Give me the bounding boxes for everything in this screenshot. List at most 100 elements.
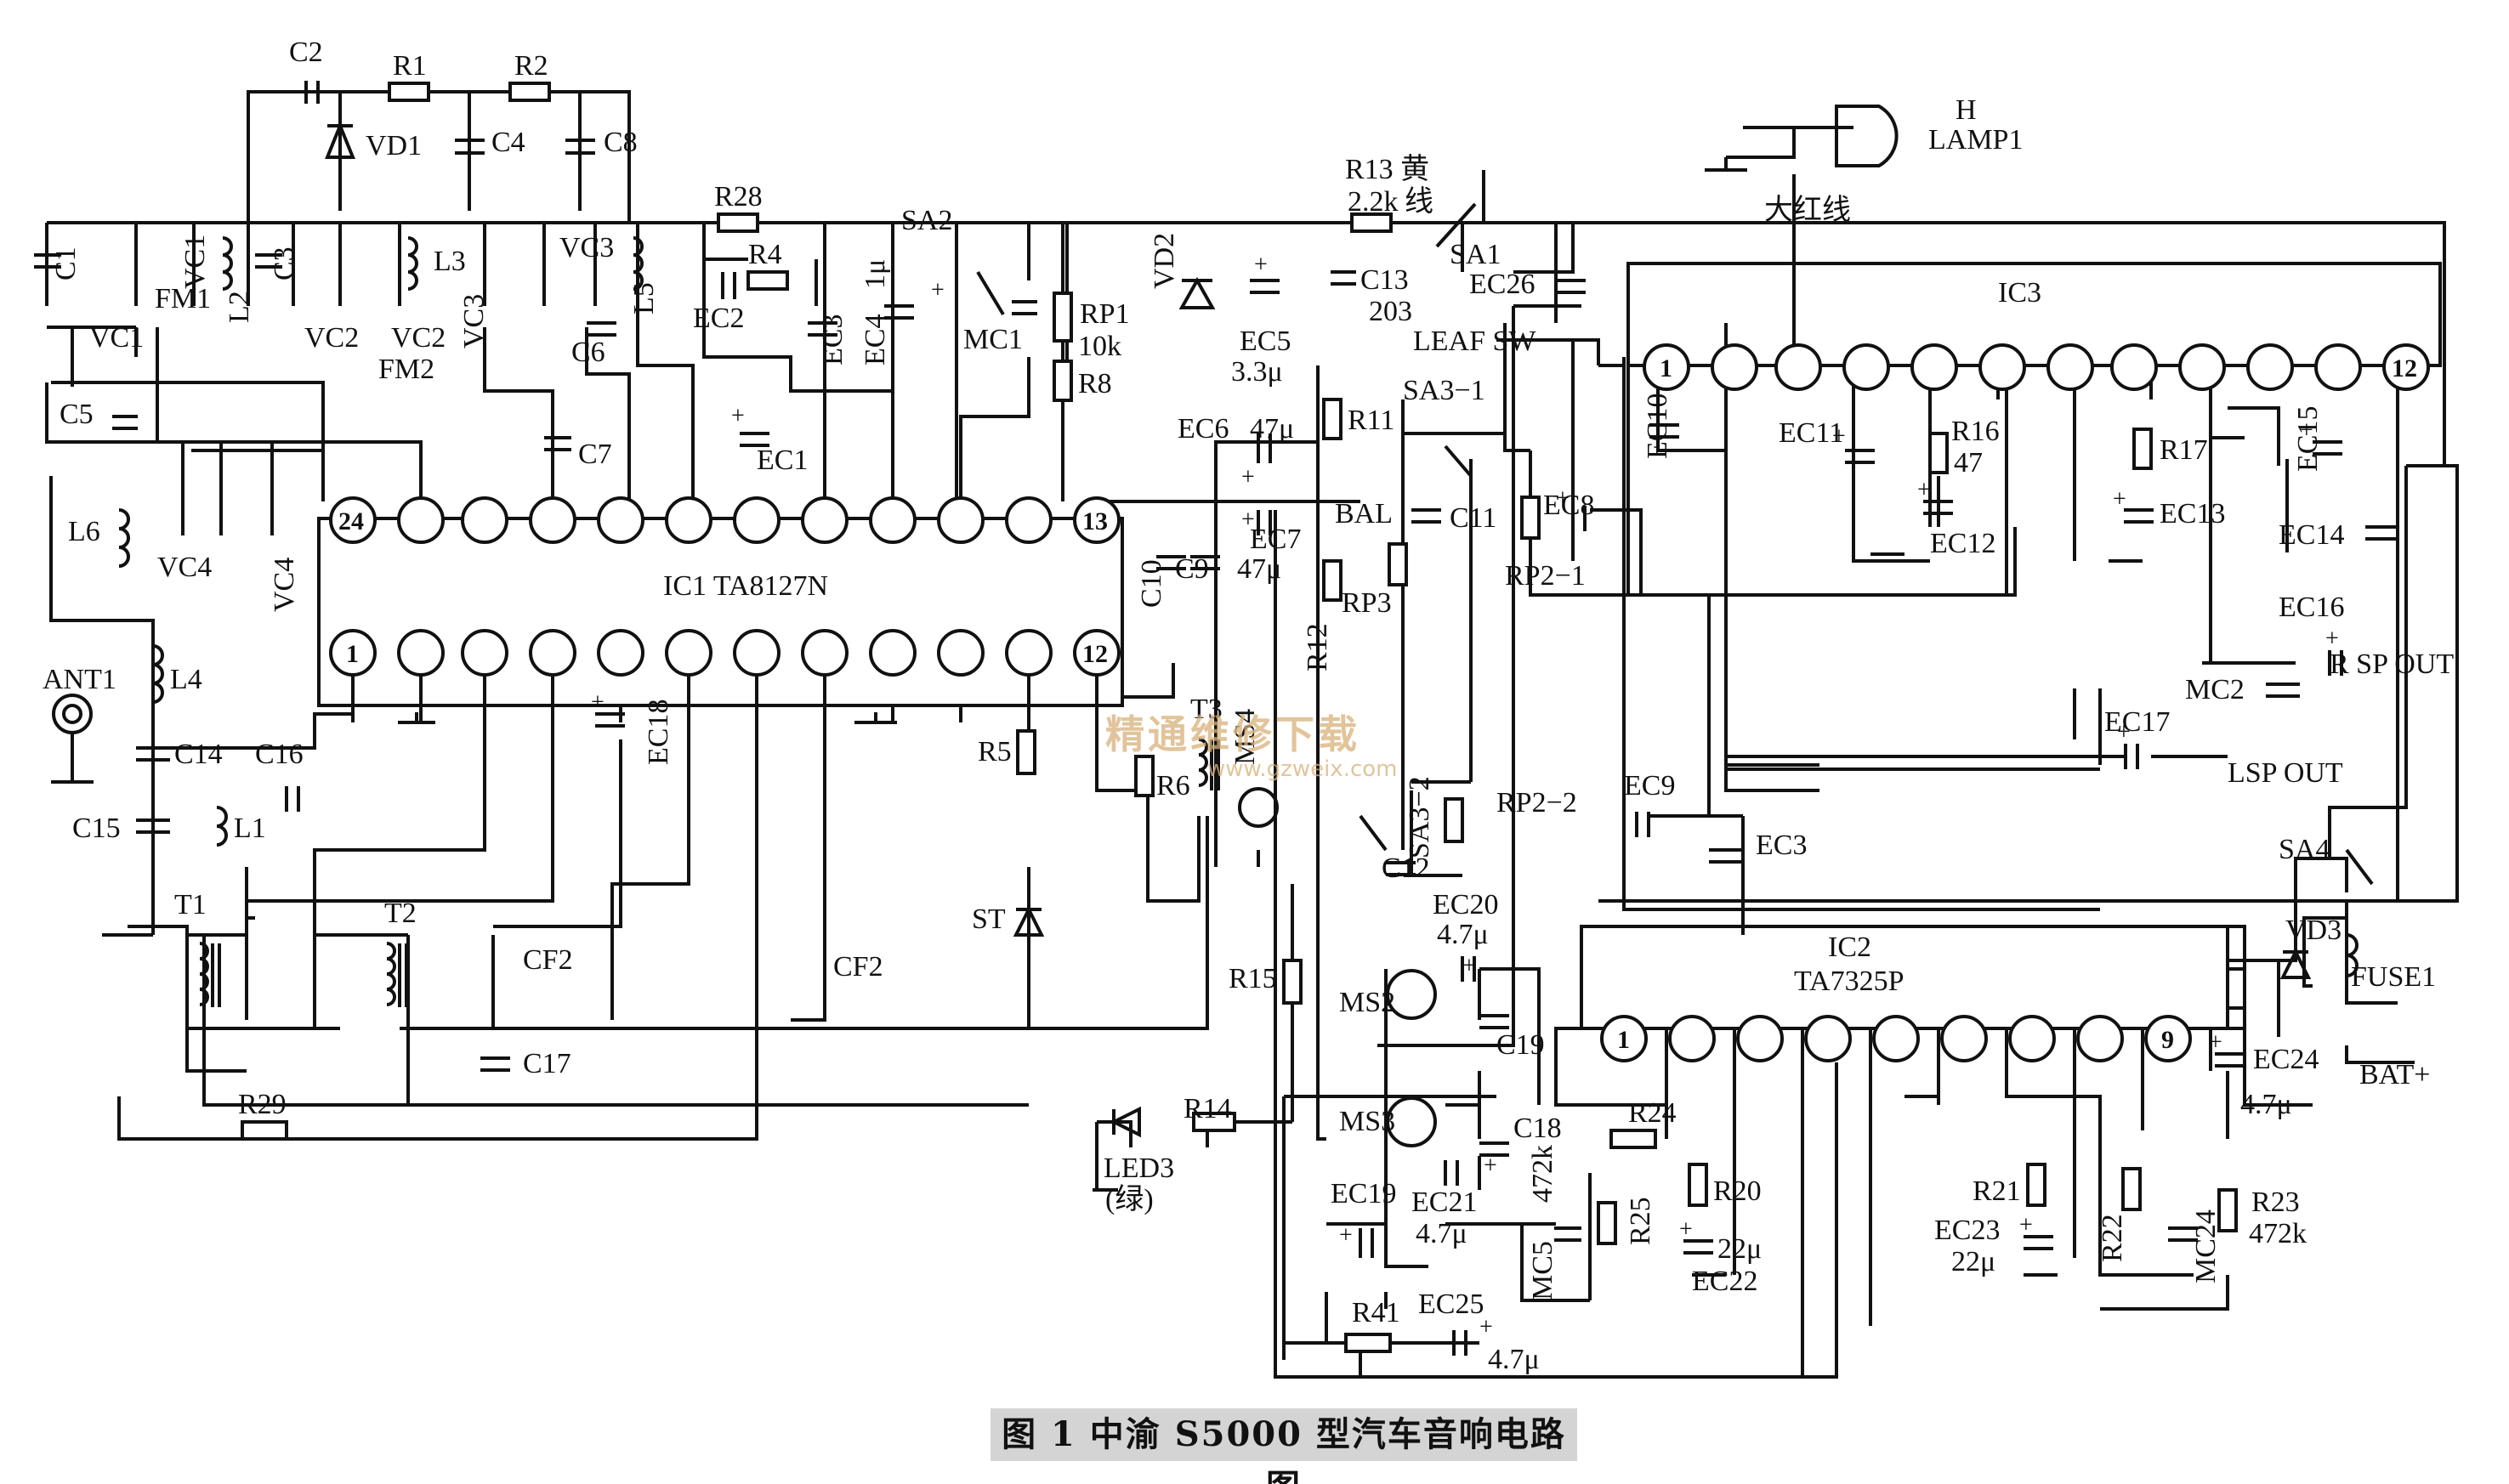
label-R8: R8 xyxy=(1078,368,1112,399)
resistor-R1 xyxy=(388,82,430,102)
label-EC7-value: 47μ xyxy=(1237,553,1281,585)
resistor-R20 xyxy=(1688,1163,1708,1207)
svg-text:+: + xyxy=(931,277,945,303)
label-FM2: FM2 xyxy=(378,354,434,385)
label-EC24-value: 4.7μ xyxy=(2240,1089,2292,1120)
antenna-ANT1 xyxy=(52,694,93,734)
label-R1: R1 xyxy=(393,50,427,82)
resistor-R21 xyxy=(2026,1163,2046,1207)
svg-text:+: + xyxy=(731,403,745,429)
label-EC4: EC4 xyxy=(860,314,891,365)
capacitor-C17 xyxy=(480,1056,510,1072)
coil-L5 xyxy=(633,236,644,291)
label-R20: R20 xyxy=(1713,1175,1762,1207)
label-VD1: VD1 xyxy=(366,130,422,161)
label-VC3: VC3 xyxy=(559,232,614,263)
capacitor-EC17 xyxy=(2124,744,2139,769)
label-R23-value: 472k xyxy=(2249,1218,2307,1249)
resistor-R15 xyxy=(1282,959,1303,1005)
svg-text:+: + xyxy=(1462,953,1476,979)
diode-LED3 xyxy=(1110,1106,1141,1138)
label-SA4: SA4 xyxy=(2279,834,2330,865)
label-LEAF-SW: LEAF SW xyxy=(1413,326,1536,357)
capacitor-EC7 xyxy=(1257,510,1272,535)
capacitor-C18 xyxy=(1479,1141,1509,1157)
label-R6: R6 xyxy=(1156,770,1190,801)
label-IC3: IC3 xyxy=(1998,277,2041,309)
label-EC23: EC23 xyxy=(1934,1215,2000,1246)
ic3-pin-1: 1 xyxy=(1660,354,1672,382)
capacitor-MC1 xyxy=(1012,300,1037,315)
capacitor-MC24 xyxy=(2168,1226,2198,1242)
label-VC3-rot: VC3 xyxy=(458,294,490,348)
label-C13: C13 xyxy=(1360,264,1409,296)
capacitor-EC12 xyxy=(1923,500,1953,515)
label-EC13: EC13 xyxy=(2160,498,2225,530)
label-VC2: VC2 xyxy=(304,322,359,354)
capacitor-EC3 xyxy=(808,321,837,337)
label-EC5: EC5 xyxy=(1240,326,1291,357)
label-C5: C5 xyxy=(60,399,94,430)
figure-caption: 图 1 中渝 S5000 型汽车音响电路图 xyxy=(991,1408,1577,1484)
resistor-R28 xyxy=(717,212,759,233)
capacitor-EC25 xyxy=(1452,1330,1467,1356)
label-RP2-2: RP2−2 xyxy=(1496,787,1577,818)
label-EC16: EC16 xyxy=(2279,592,2344,623)
label-CF2-a: CF2 xyxy=(523,944,573,976)
capacitor-EC3-lower xyxy=(1709,848,1743,864)
pot-RP2-1 xyxy=(1520,496,1541,540)
coil-L3 xyxy=(407,236,418,291)
label-EC2: EC2 xyxy=(693,303,744,334)
svg-text:+: + xyxy=(1832,423,1846,450)
svg-text:+: + xyxy=(1484,1153,1497,1179)
capacitor-EC26 xyxy=(1556,279,1586,294)
label-C1: C1 xyxy=(50,246,82,280)
capacitor-EC5 xyxy=(1250,279,1280,294)
resistor-R18-area xyxy=(2226,967,2246,1010)
label-EC1: EC1 xyxy=(757,445,808,476)
resistor-R11 xyxy=(1322,398,1342,440)
label-MS2: MS2 xyxy=(1339,987,1395,1018)
label-SA3-2: SA3−2 xyxy=(1404,776,1435,858)
resistor-R16 xyxy=(1928,432,1949,474)
label-VC1: VC1 xyxy=(89,322,144,354)
label-H: H xyxy=(1956,94,1977,126)
label-R28: R28 xyxy=(714,181,763,212)
label-L4: L4 xyxy=(170,664,202,695)
capacitor-C2 xyxy=(304,81,320,104)
label-RP3: RP3 xyxy=(1342,587,1392,619)
capacitor-EC6 xyxy=(1257,433,1272,463)
svg-text:+: + xyxy=(1241,507,1255,533)
label-T1: T1 xyxy=(174,889,207,920)
capacitor-EC18 xyxy=(595,712,625,728)
svg-text:+: + xyxy=(2300,417,2313,444)
label-EC20-value: 4.7μ xyxy=(1437,919,1489,950)
capacitor-C15 xyxy=(136,818,170,834)
label-R14: R14 xyxy=(1184,1093,1232,1124)
label-SA2: SA2 xyxy=(901,205,952,236)
label-C4: C4 xyxy=(491,127,525,158)
svg-text:+: + xyxy=(1339,1222,1353,1249)
label-MC5: MC5 xyxy=(1527,1241,1558,1300)
capacitor-EC9 xyxy=(1635,812,1650,837)
label-VC1-rot: VC1 xyxy=(179,235,211,289)
ic1-pin-12: 12 xyxy=(1082,640,1108,668)
capacitor-C6 xyxy=(587,321,616,337)
capacitor-EC2 xyxy=(721,272,736,299)
label-R17: R17 xyxy=(2160,434,2208,466)
label-R2: R2 xyxy=(514,50,548,82)
capacitor-C13 xyxy=(1331,270,1356,286)
label-BAT: BAT+ xyxy=(2359,1059,2430,1090)
label-EC4-value: 1μ xyxy=(860,259,891,289)
label-C14: C14 xyxy=(174,739,223,770)
label-EC26: EC26 xyxy=(1469,269,1535,300)
label-R25: R25 xyxy=(1625,1197,1656,1245)
label-C19: C19 xyxy=(1496,1029,1545,1061)
lamp-H-LAMP1 xyxy=(1835,105,1899,167)
label-EC14: EC14 xyxy=(2279,519,2344,551)
label-C8: C8 xyxy=(604,127,638,158)
ic1-pin-13: 13 xyxy=(1082,507,1108,535)
label-MS3: MS3 xyxy=(1339,1106,1395,1137)
switch-SA3-1 xyxy=(1444,445,1473,478)
label-EC25-value: 4.7μ xyxy=(1488,1344,1540,1375)
